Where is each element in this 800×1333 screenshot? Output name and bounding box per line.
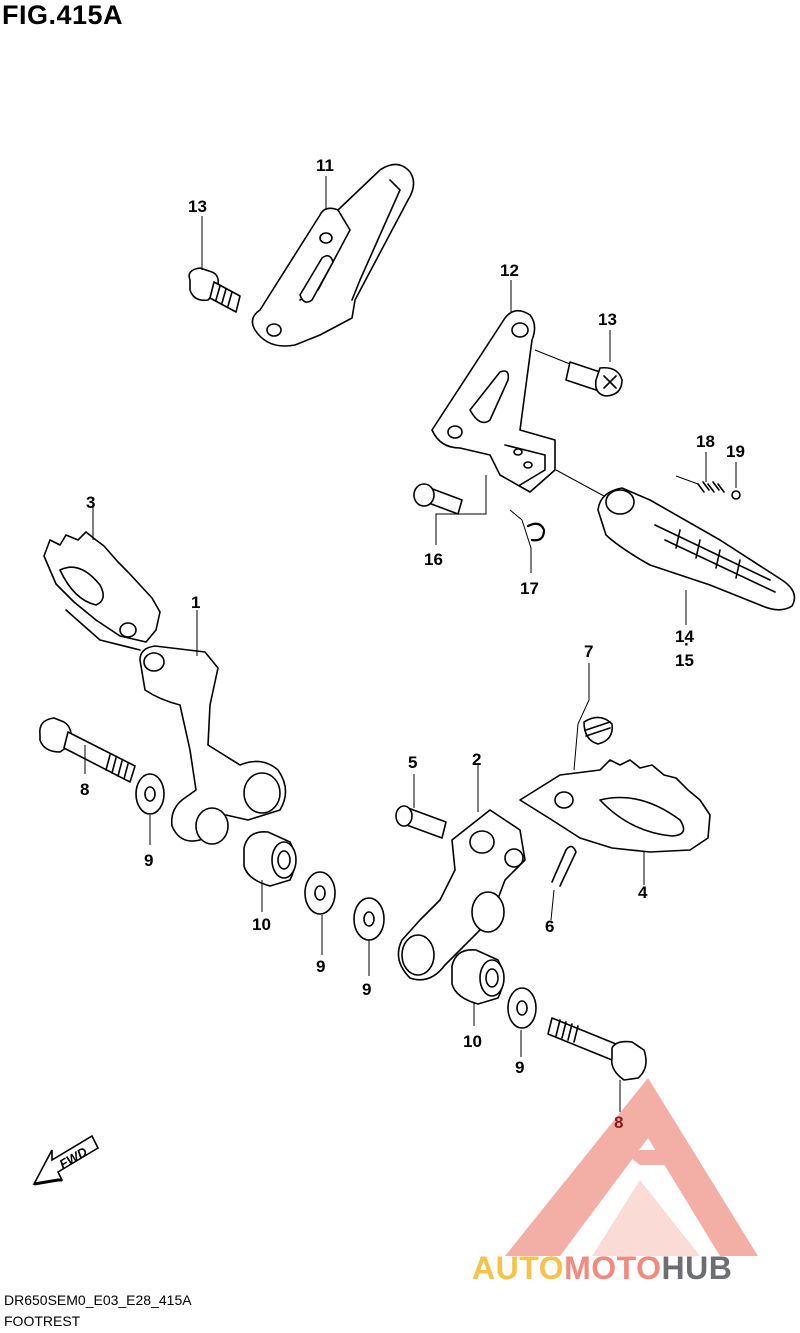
callout-9-1: 9: [144, 851, 153, 870]
callout-4: 4: [638, 883, 648, 902]
callout-9-4: 9: [515, 1058, 524, 1077]
part-8-bolt-right: [547, 1017, 647, 1081]
part-9-washer-1: [135, 773, 165, 815]
part-2-bracket-right: [397, 809, 526, 981]
watermark-auto: AUTO: [472, 1250, 565, 1286]
callout-14: 14: [675, 627, 694, 646]
part-9-washer-4: [507, 987, 537, 1029]
part-5-pin: [395, 805, 447, 839]
callout-17: 17: [520, 579, 539, 598]
part-13-bolt-left: [188, 267, 241, 313]
part-7-spring: [583, 716, 614, 745]
callout-8-left: 8: [80, 780, 89, 799]
part-14-15-footpeg: [597, 487, 796, 611]
part-19-ball: [731, 490, 741, 500]
callout-16: 16: [424, 550, 443, 569]
callout-10-left: 10: [252, 915, 271, 934]
part-3-footpeg-left: [43, 531, 161, 651]
leader-lines: [84, 176, 737, 1112]
watermark-text: AUTOMOTOHUB: [472, 1250, 732, 1287]
part-17-clip: [526, 522, 546, 542]
part-18-spring: [697, 481, 725, 493]
callout-6: 6: [545, 917, 554, 936]
part-6-cotter-pin: [551, 845, 577, 887]
section-title: FOOTREST: [4, 1313, 81, 1329]
callout-10-right: 10: [463, 1032, 482, 1051]
part-10-bushing-1: [243, 831, 297, 887]
model-code: DR650SEM0_E03_E28_415A: [4, 1292, 192, 1308]
callout-12: 12: [500, 261, 519, 280]
callout-1: 1: [191, 593, 200, 612]
part-8-bolt-left: [38, 717, 136, 783]
callout-8-right: 8: [614, 1113, 623, 1132]
callout-9-2: 9: [316, 957, 325, 976]
watermark-logo: [505, 1078, 758, 1256]
callout-11: 11: [316, 156, 334, 175]
watermark-moto: MOTO: [564, 1250, 662, 1286]
callout-9-3: 9: [362, 980, 371, 999]
part-9-washer-3: [353, 897, 385, 941]
callout-dot: ·: [684, 635, 690, 654]
callout-3: 3: [86, 493, 95, 512]
callout-15: 15: [675, 651, 694, 670]
fwd-arrow-icon: FWD: [32, 1134, 100, 1186]
callout-13-left: 13: [188, 197, 207, 216]
callout-7: 7: [584, 642, 593, 661]
part-13-bolt-right: [565, 361, 623, 397]
callout-5: 5: [408, 753, 417, 772]
figure-title: FIG.415A: [2, 0, 124, 30]
callout-19: 19: [726, 442, 745, 461]
part-12-bracket: [431, 309, 556, 493]
part-11-guide-plate: [251, 163, 415, 347]
part-10-bushing-2: [451, 949, 505, 1005]
callout-13-right: 13: [598, 310, 617, 329]
watermark-hub: HUB: [661, 1250, 733, 1286]
part-9-washer-2: [304, 871, 336, 915]
part-16-pin: [413, 483, 463, 515]
callout-2: 2: [472, 750, 481, 769]
part-1-bracket-left: [139, 645, 287, 845]
callout-18: 18: [696, 432, 715, 451]
part-4-footpeg-right: [519, 759, 711, 853]
